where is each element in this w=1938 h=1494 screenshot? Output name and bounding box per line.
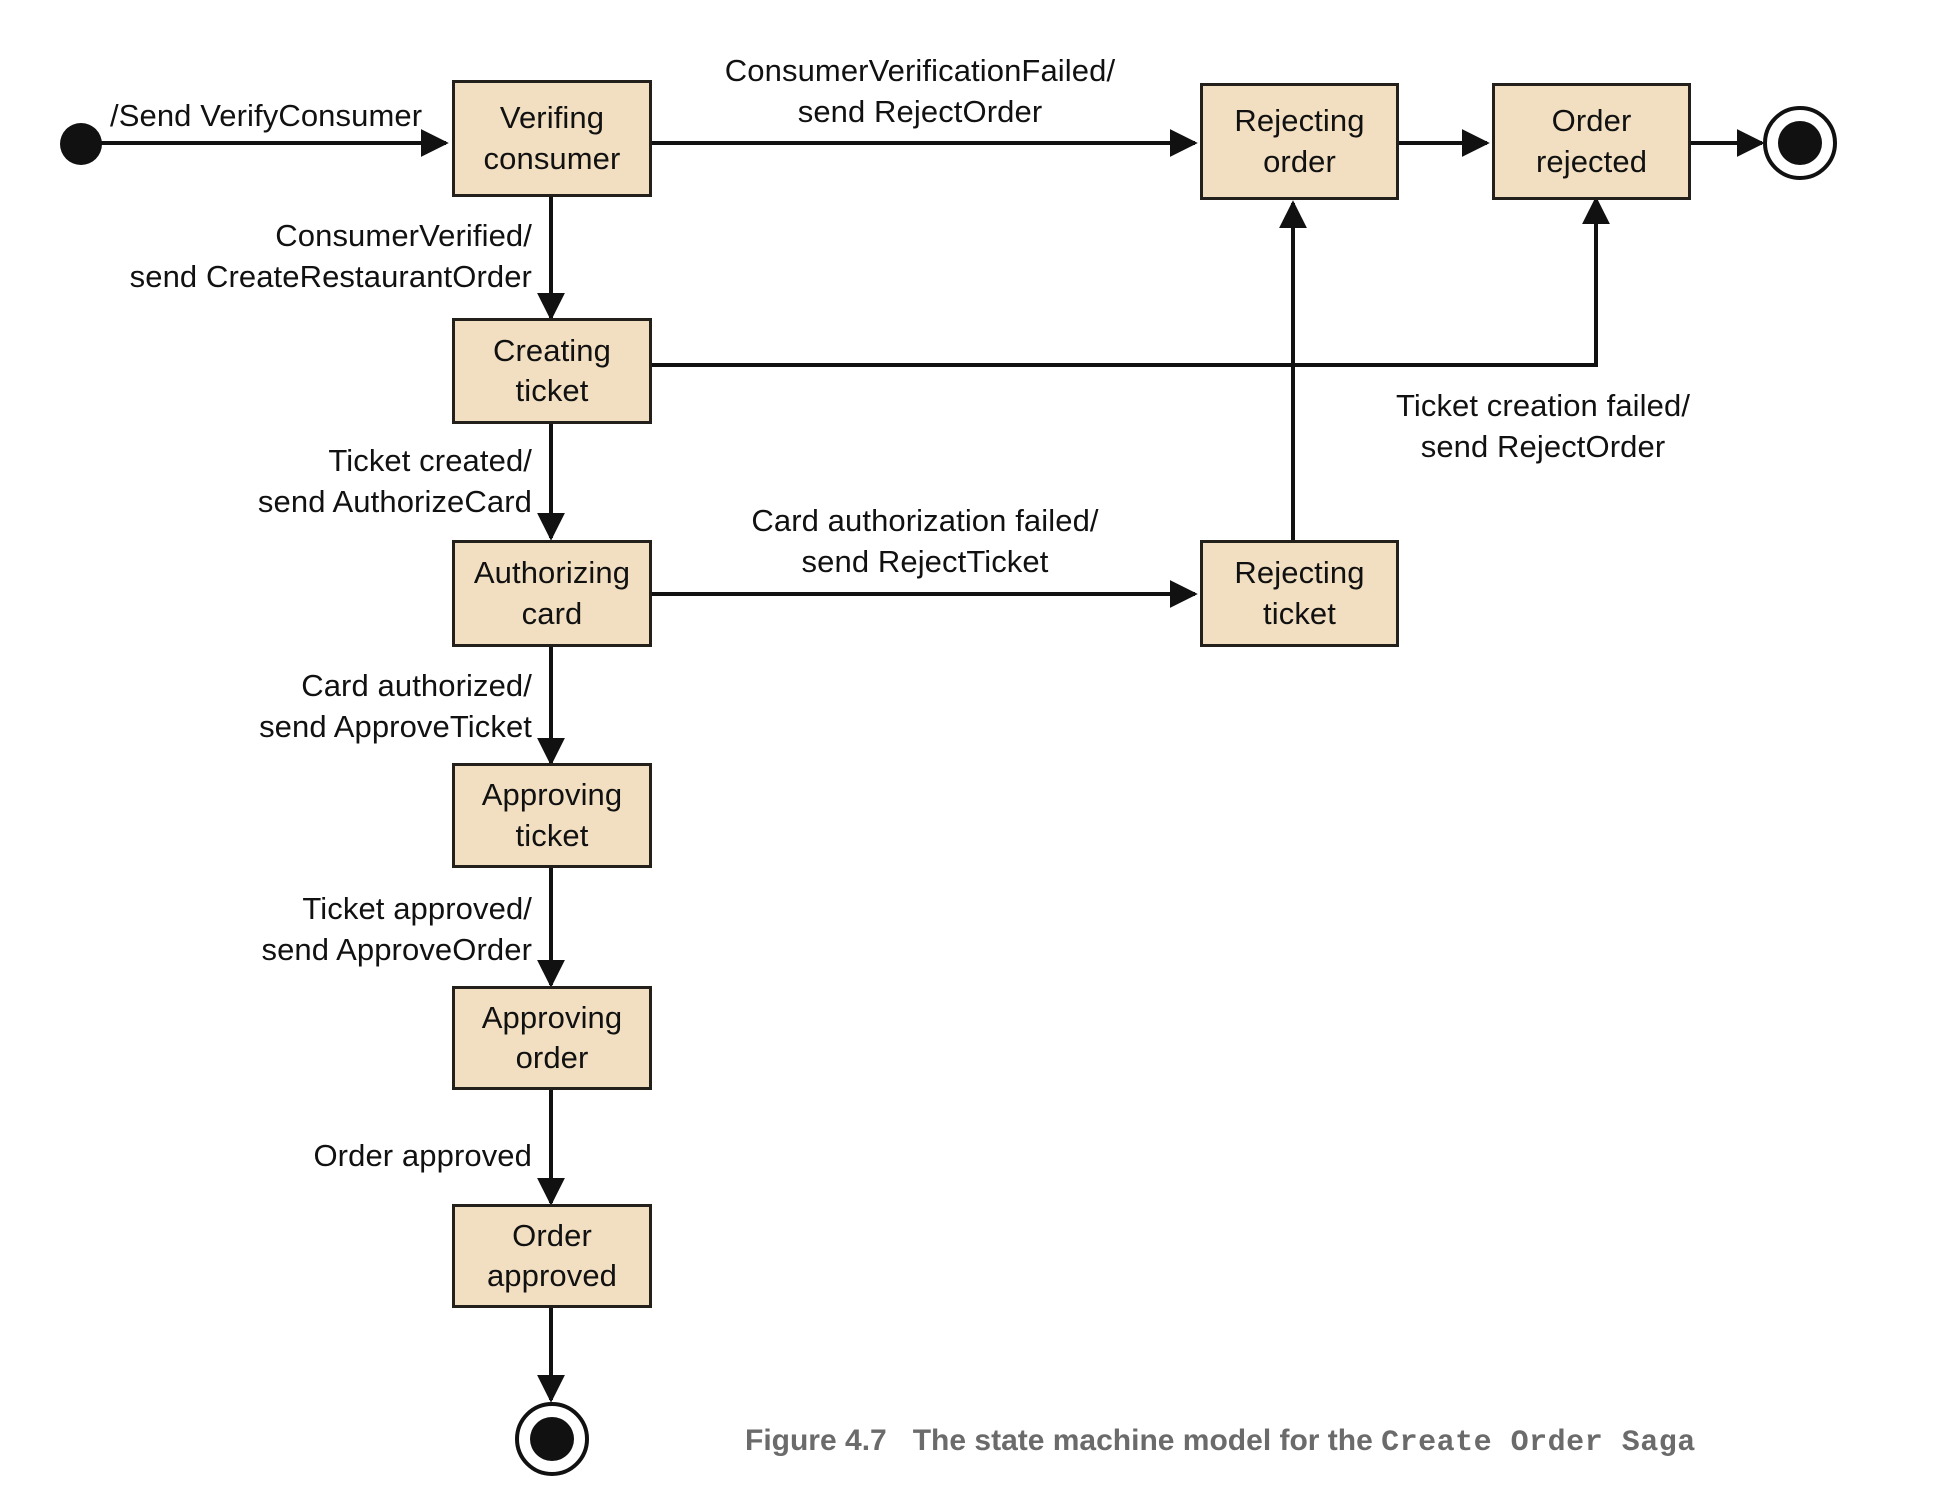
final-state-approved-dot	[530, 1417, 574, 1461]
state-order-approved-line1: Order	[512, 1217, 592, 1253]
edge-label-verify-ok: ConsumerVerified/ send CreateRestaurantO…	[100, 215, 532, 297]
edge-label-card-auth-failed-line2: send RejectTicket	[801, 544, 1049, 580]
edge-label-card-auth-failed-line1: Card authorization failed/	[751, 503, 1099, 538]
figure-caption: Figure 4.7 The state machine model for th…	[745, 1424, 1696, 1460]
edge-label-ticket-creation-failed-line2: send RejectOrder	[1420, 429, 1666, 465]
state-rejecting-ticket-line2: ticket	[1263, 595, 1336, 631]
edge-label-card-authorized-line2: send ApproveTicket	[259, 709, 532, 745]
edge-label-ticket-approved-line1: Ticket approved/	[302, 891, 532, 926]
state-rejecting-order-line2: order	[1263, 143, 1336, 179]
state-rejecting-order[interactable]: Rejecting order	[1200, 83, 1399, 200]
state-approving-ticket-line2: ticket	[515, 817, 589, 853]
state-creating-ticket-line2: ticket	[515, 373, 589, 408]
edge-label-order-approved: Order approved	[130, 1135, 532, 1176]
state-creating-ticket-line1: Creating	[493, 332, 611, 368]
final-state-rejected	[1763, 106, 1837, 180]
state-rejecting-ticket-line1: Rejecting	[1234, 555, 1365, 591]
state-order-rejected[interactable]: Order rejected	[1492, 83, 1691, 200]
edge-label-ticket-approved-line2: send ApproveOrder	[261, 932, 532, 968]
edge-label-verify-failed-line2: send RejectOrder	[797, 94, 1043, 130]
state-rejecting-ticket[interactable]: Rejecting ticket	[1200, 540, 1399, 647]
figure-caption-number: Figure 4.7	[745, 1424, 887, 1457]
initial-state-node	[60, 123, 102, 165]
state-order-rejected-line1: Order	[1551, 103, 1632, 139]
edge-label-ticket-creation-failed-line1: Ticket creation failed/	[1395, 388, 1691, 423]
edge-label-order-approved-line1: Order approved	[313, 1138, 532, 1173]
edge-label-card-authorized-line1: Card authorized/	[301, 668, 532, 703]
edge-label-verify-failed-line1: ConsumerVerificationFailed/	[724, 53, 1116, 88]
edge-label-ticket-created-line2: send AuthorizeCard	[257, 484, 532, 520]
edge-ticket-creation-failed	[651, 196, 1610, 367]
edge-label-card-auth-failed: Card authorization failed/ send RejectTi…	[660, 500, 1190, 582]
edge-label-verify-failed: ConsumerVerificationFailed/ send RejectO…	[640, 50, 1200, 132]
state-rejecting-order-line1: Rejecting	[1234, 103, 1365, 139]
state-order-rejected-line2: rejected	[1535, 143, 1648, 179]
edge-label-card-authorized: Card authorized/ send ApproveTicket	[130, 665, 532, 747]
state-verifying-consumer-line1: Verifing	[499, 100, 605, 136]
edge-label-ticket-created-line1: Ticket created/	[328, 443, 532, 478]
edge-label-verify-ok-line2: send CreateRestaurantOrder	[129, 259, 532, 295]
state-approving-order-line1: Approving	[481, 999, 623, 1035]
state-approving-ticket[interactable]: Approving ticket	[452, 763, 652, 868]
state-approving-order[interactable]: Approving order	[452, 986, 652, 1090]
state-authorizing-card[interactable]: Authorizing card	[452, 540, 652, 647]
state-creating-ticket[interactable]: Creating ticket	[452, 318, 652, 424]
state-order-approved[interactable]: Order approved	[452, 1204, 652, 1308]
state-order-approved-line2: approved	[486, 1258, 618, 1293]
edge-label-start-to-verifying-line1: /Send VerifyConsumer	[110, 98, 423, 133]
figure-caption-text: The state machine model for the	[912, 1424, 1373, 1457]
state-approving-ticket-line1: Approving	[481, 777, 623, 813]
state-authorizing-card-line2: card	[521, 595, 583, 631]
edge-label-ticket-approved: Ticket approved/ send ApproveOrder	[130, 888, 532, 970]
figure-caption-code: Create Order Saga	[1381, 1426, 1696, 1460]
edge-label-start-to-verifying: /Send VerifyConsumer	[110, 95, 423, 136]
final-state-rejected-dot	[1778, 121, 1822, 165]
state-approving-order-line2: order	[515, 1040, 589, 1075]
final-state-approved	[515, 1402, 589, 1476]
edge-label-ticket-creation-failed: Ticket creation failed/ send RejectOrder	[1393, 385, 1693, 467]
state-verifying-consumer[interactable]: Verifing consumer	[452, 80, 652, 197]
state-verifying-consumer-line2: consumer	[483, 140, 621, 176]
state-authorizing-card-line1: Authorizing	[473, 555, 631, 591]
edge-label-ticket-created: Ticket created/ send AuthorizeCard	[150, 440, 532, 522]
edge-label-verify-ok-line1: ConsumerVerified/	[275, 218, 532, 253]
